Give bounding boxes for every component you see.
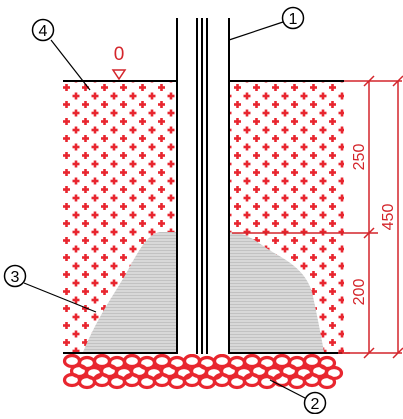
rock-piece bbox=[62, 372, 82, 388]
gravel-pack-left bbox=[83, 232, 177, 352]
rock-piece bbox=[257, 374, 277, 390]
level-marker-label: 0 bbox=[114, 44, 125, 65]
callout-1: 1 bbox=[228, 6, 305, 41]
dimension-total: 450 bbox=[380, 204, 397, 231]
rock-piece bbox=[107, 374, 127, 390]
level-marker: 0 bbox=[111, 44, 127, 81]
svg-text:4: 4 bbox=[39, 23, 48, 40]
svg-text:1: 1 bbox=[289, 11, 298, 28]
rock-piece bbox=[227, 374, 247, 390]
callout-3: 3 bbox=[3, 264, 97, 313]
callout-4: 4 bbox=[31, 18, 91, 91]
rock-piece bbox=[287, 374, 307, 390]
rock-piece bbox=[167, 374, 187, 390]
svg-text:2: 2 bbox=[311, 396, 320, 413]
rock-piece bbox=[317, 374, 337, 390]
dimension-upper: 250 bbox=[351, 144, 368, 171]
dimension-lines bbox=[232, 75, 403, 359]
rock-piece bbox=[137, 374, 157, 390]
svg-text:3: 3 bbox=[11, 269, 20, 286]
dimension-lower: 200 bbox=[351, 279, 368, 306]
rock-bed bbox=[62, 353, 344, 390]
gravel-pack-right bbox=[229, 232, 324, 352]
rock-piece bbox=[77, 374, 97, 390]
rock-piece bbox=[197, 374, 217, 390]
